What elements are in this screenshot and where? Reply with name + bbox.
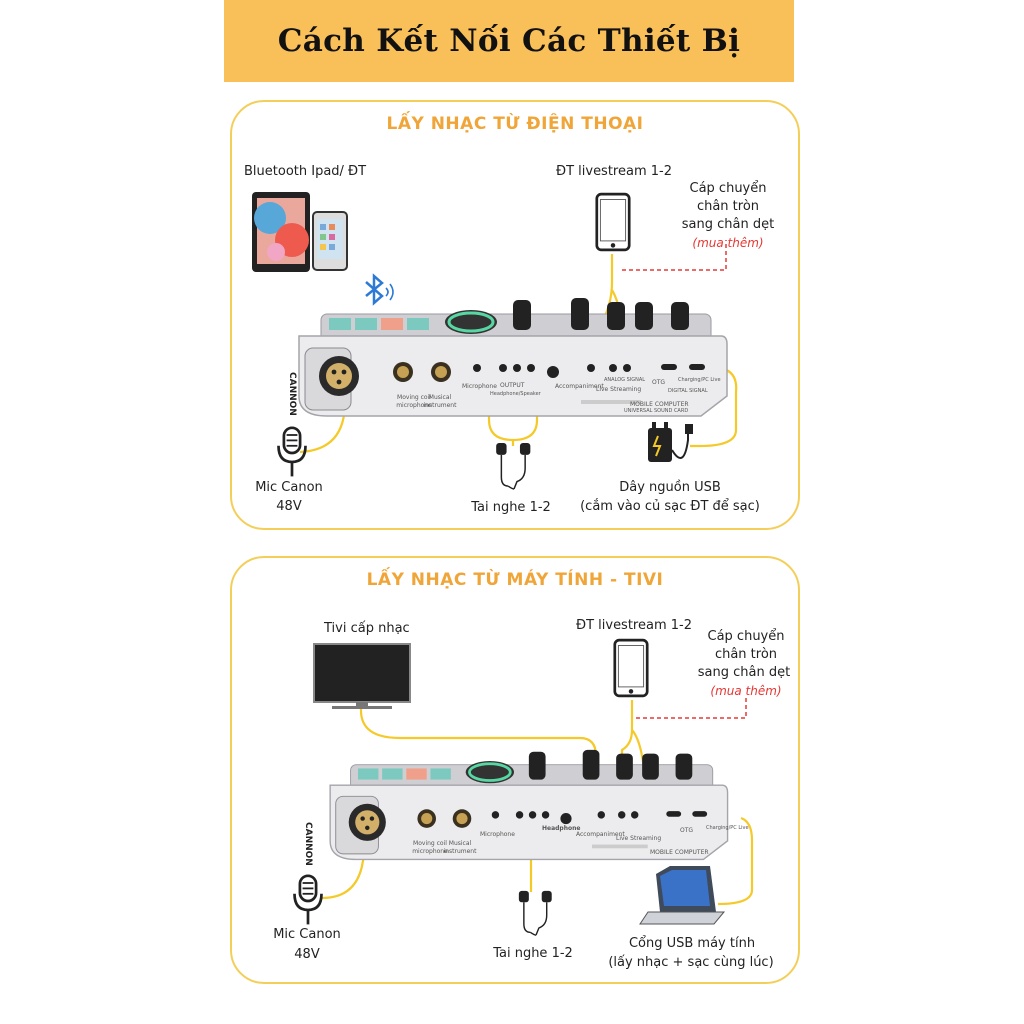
tv-label: Tivi cấp nhạc	[324, 621, 410, 636]
bluetooth-label: Bluetooth Ipad/ ĐT	[244, 164, 367, 179]
section-pc-tv-panel: LẤY NHẠC TỪ MÁY TÍNH - TIVI	[230, 556, 800, 984]
cable-note-2: (mua thêm)	[710, 684, 782, 698]
device2-otg-label: OTG	[680, 827, 694, 834]
device-mobile-computer-label: MOBILE COMPUTER	[630, 401, 689, 408]
phone-label-2: ĐT livestream 1-2	[576, 618, 692, 633]
device-cannon-label: CANNON	[287, 372, 297, 416]
usb-label-line2: (cắm vào củ sạc ĐT để sạc)	[580, 499, 760, 514]
device2-moving-coil-label: Moving coil microphone	[412, 840, 448, 855]
phone-label: ĐT livestream 1-2	[556, 164, 672, 179]
device-accomp-label: Accompaniment	[555, 383, 604, 390]
device2-mobile-computer-label: MOBILE COMPUTER	[650, 849, 709, 856]
section-phone-title: LẤY NHẠC TỪ ĐIỆN THOẠI	[386, 114, 644, 134]
device-moving-coil-label: Moving coil microphone	[396, 394, 432, 409]
cable-label-line2: chân tròn	[696, 199, 760, 214]
headphone-label-2: Tai nghe 1-2	[493, 946, 573, 961]
device2-cannon-label: CANNON	[303, 822, 313, 866]
device-musical-label: Musical instrument	[423, 394, 457, 409]
usb-label-2-line2: (lấy nhạc + sạc cùng lúc)	[608, 955, 774, 970]
device2-microphone-label: Microphone	[480, 831, 515, 838]
device-hp-speaker-label: Headphone/Speaker	[490, 391, 541, 397]
cable-label-2-line2: chân tròn	[714, 647, 778, 662]
device2-live-label: Live Streaming	[616, 835, 662, 842]
device2-headphone-label: Headphone	[542, 825, 581, 832]
usb-label-line1: Dây nguồn USB	[619, 480, 721, 495]
device-output-label: OUTPUT	[500, 382, 525, 389]
section-pc-tv-title: LẤY NHẠC TỪ MÁY TÍNH - TIVI	[366, 570, 664, 590]
device-live-label: Live Streaming	[596, 386, 642, 393]
cable-label-2-line3: sang chân dẹt	[697, 665, 791, 680]
cable-note: (mua thêm)	[692, 236, 764, 250]
device-otg-label: OTG	[652, 379, 666, 386]
device-microphone-label: Microphone	[462, 383, 497, 390]
page-title: Cách Kết Nối Các Thiết Bị	[277, 23, 741, 59]
device-universal-label: UNIVERSAL SOUND CARD	[624, 408, 689, 414]
cable-label-line3: sang chân dẹt	[681, 217, 775, 232]
mic-label-2-line1: Mic Canon	[273, 927, 341, 942]
device-analog-label: ANALOG SIGNAL	[604, 377, 646, 383]
device-digital-label: DIGITAL SIGNAL	[668, 388, 708, 394]
device-charging-label: Charging/PC Live	[678, 377, 721, 383]
headphone-label: Tai nghe 1-2	[471, 500, 551, 515]
mic-label-line2: 48V	[276, 499, 302, 514]
device2-musical-label: Musical instrument	[443, 840, 477, 855]
mic-label-2-line2: 48V	[294, 947, 320, 962]
usb-label-2-line1: Cổng USB máy tính	[628, 936, 756, 951]
device2-accomp-label: Accompaniment	[576, 831, 625, 838]
cable-label-2-line1: Cáp chuyển	[707, 629, 785, 644]
device2-charging-label: Charging/PC Live	[706, 825, 749, 831]
mic-label-line1: Mic Canon	[255, 480, 323, 495]
title-banner: Cách Kết Nối Các Thiết Bị	[224, 0, 794, 82]
cable-label-line1: Cáp chuyển	[689, 181, 767, 196]
